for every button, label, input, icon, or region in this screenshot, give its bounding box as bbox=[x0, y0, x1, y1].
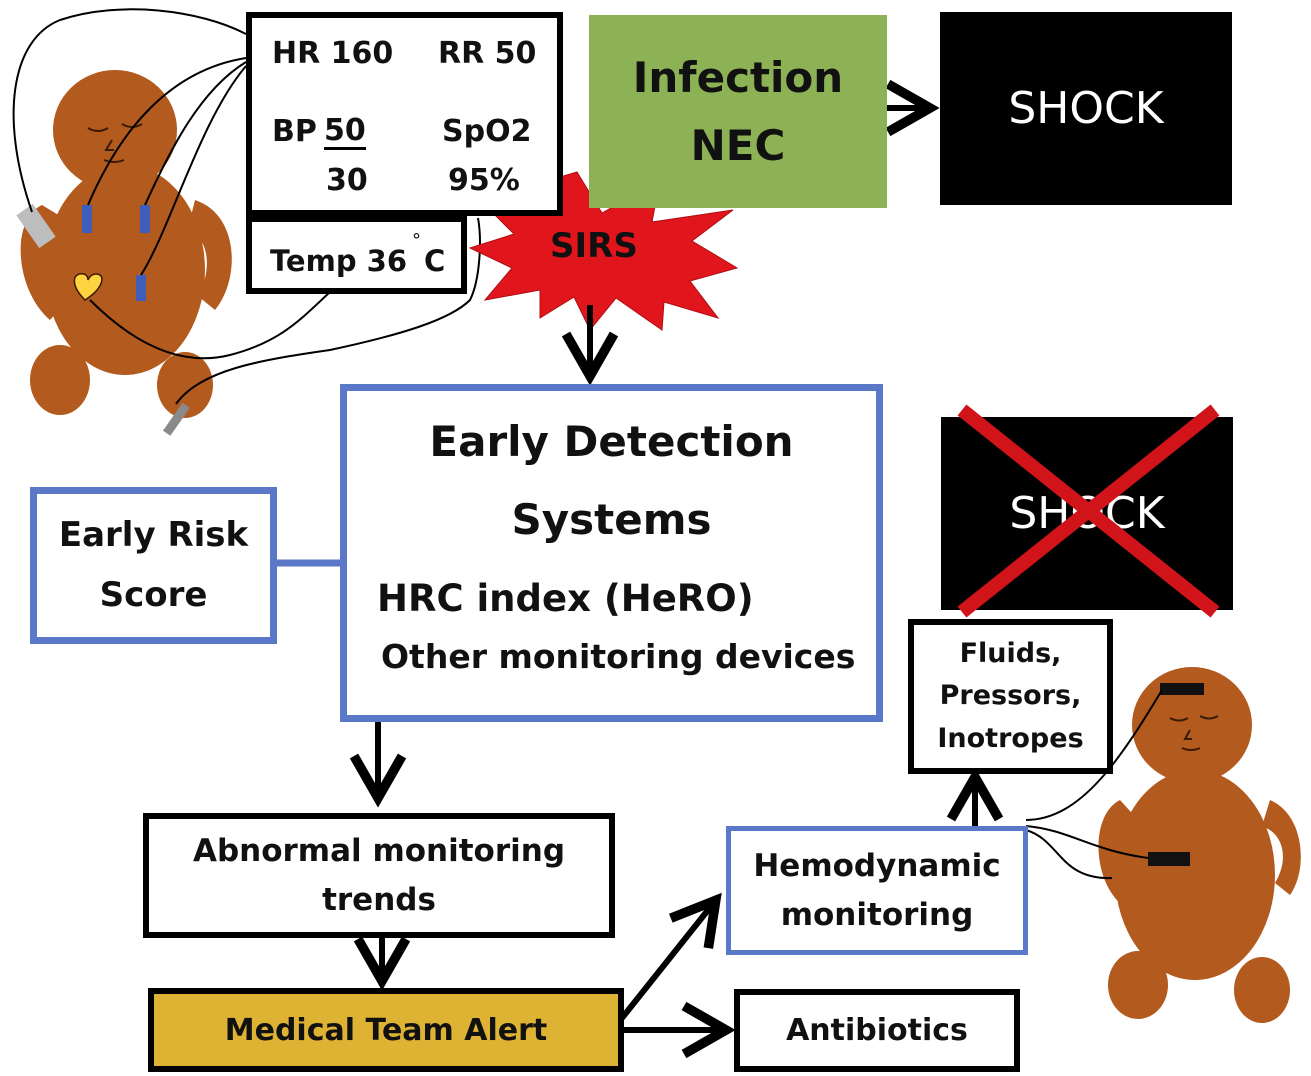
early-detection-title-line2: Systems bbox=[511, 495, 712, 544]
medical-team-alert-box: Medical Team Alert bbox=[148, 988, 624, 1072]
early-detection-box: Early Detection Systems HRC index (HeRO)… bbox=[340, 384, 883, 722]
early-risk-line2: Score bbox=[99, 574, 208, 615]
abnormal-line2: trends bbox=[322, 881, 436, 918]
other-devices-label: Other monitoring devices bbox=[381, 637, 856, 676]
vital-signs-monitor: HR 160 RR 50 BP 50 30 SpO2 95% bbox=[246, 12, 563, 216]
temp-degree: ° bbox=[412, 230, 421, 251]
hrc-index-label: HRC index (HeRO) bbox=[377, 577, 754, 620]
antibiotics-label: Antibiotics bbox=[786, 1013, 968, 1048]
spo2-value: 95% bbox=[448, 163, 520, 198]
baby-top-left-icon bbox=[16, 70, 232, 436]
arrow-alert-to-hemodynamic bbox=[619, 892, 722, 1020]
temperature-readout: Temp 36 ° C bbox=[246, 216, 467, 294]
shock-label: SHOCK bbox=[1008, 83, 1164, 134]
temp-prefix: Temp 36 bbox=[270, 244, 408, 278]
hemodynamic-monitoring-box: Hemodynamic monitoring bbox=[726, 826, 1028, 955]
medical-team-alert-label: Medical Team Alert bbox=[224, 1012, 548, 1048]
shock-prevented-box: SHOCK bbox=[941, 417, 1233, 610]
hemodynamic-line2: monitoring bbox=[780, 896, 974, 933]
heart-rate: HR 160 bbox=[272, 36, 394, 71]
early-risk-score-box: Early Risk Score bbox=[30, 487, 277, 644]
bp-label: BP bbox=[272, 114, 317, 149]
pressors-label: Pressors, bbox=[939, 680, 1082, 712]
hemodynamic-wires bbox=[1025, 689, 1163, 880]
respiratory-rate: RR 50 bbox=[438, 36, 537, 71]
flow-arrows bbox=[349, 79, 1004, 1059]
fluids-label: Fluids, bbox=[959, 637, 1062, 669]
spo2-label: SpO2 bbox=[442, 114, 532, 149]
infection-nec-box: Infection NEC bbox=[589, 15, 887, 208]
nec-label: NEC bbox=[690, 120, 786, 170]
abnormal-trends-box: Abnormal monitoring trends bbox=[143, 813, 615, 938]
sirs-label: SIRS bbox=[550, 226, 638, 266]
infection-label: Infection bbox=[632, 53, 844, 103]
temp-unit: C bbox=[424, 244, 446, 278]
shock-box: SHOCK bbox=[940, 12, 1232, 205]
antibiotics-box: Antibiotics bbox=[734, 989, 1020, 1072]
early-detection-title-line1: Early Detection bbox=[429, 417, 794, 466]
hemodynamic-line1: Hemodynamic bbox=[753, 848, 1001, 885]
bp-diastolic: 30 bbox=[326, 163, 368, 198]
shock-prevented-label: SHOCK bbox=[1009, 488, 1165, 539]
treatment-box: Fluids, Pressors, Inotropes bbox=[908, 619, 1113, 774]
sirs-star-shape bbox=[468, 171, 739, 331]
monitor-wires bbox=[12, 8, 481, 405]
early-risk-line1: Early Risk bbox=[58, 515, 249, 555]
bp-systolic: 50 bbox=[324, 113, 366, 150]
baby-bottom-right-icon bbox=[1098, 667, 1301, 1023]
abnormal-line1: Abnormal monitoring bbox=[192, 833, 566, 870]
inotropes-label: Inotropes bbox=[937, 722, 1084, 754]
